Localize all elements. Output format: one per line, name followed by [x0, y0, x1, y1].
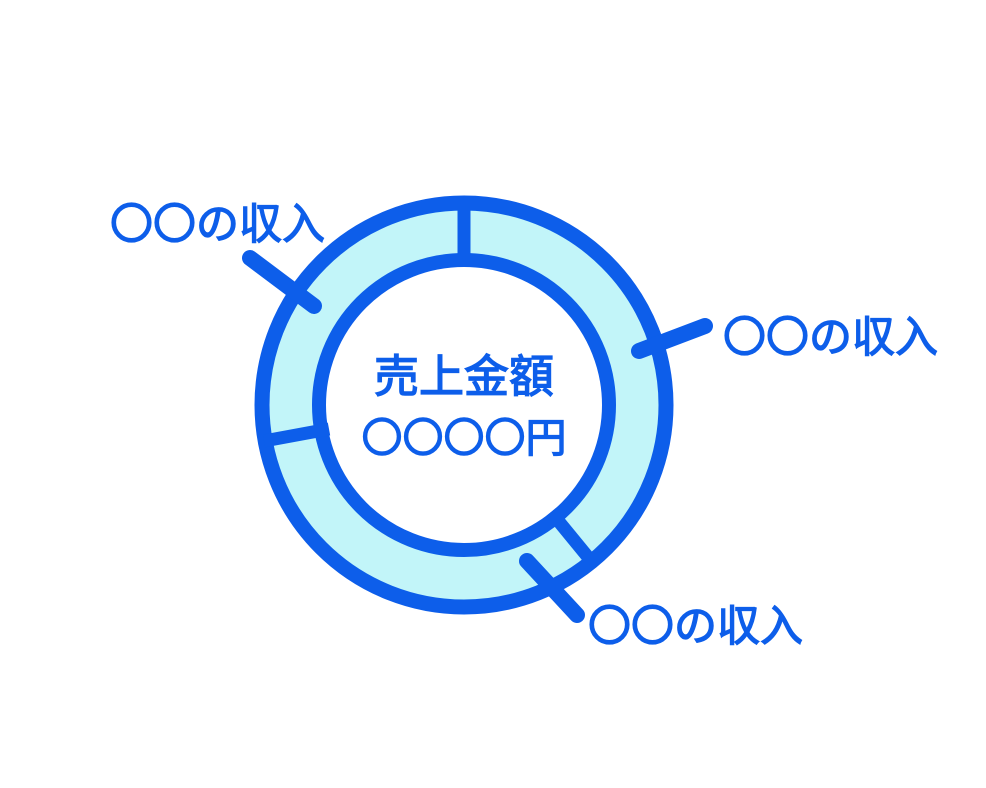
donut-inner-circle: [312, 253, 616, 557]
segment-label-right: 〇〇の収入: [723, 313, 938, 363]
segment-label-bottom-right: 〇〇の収入: [588, 602, 803, 652]
leader-line-bottom-right: [519, 553, 585, 623]
segment-divider-bottom-right: [545, 507, 598, 567]
segment-divider-left: [262, 422, 331, 448]
leader-line-top-left: [242, 250, 322, 314]
segment-label-top-left: 〇〇の収入: [110, 200, 325, 250]
leader-line-right: [631, 318, 713, 359]
center-label-line1: 売上金額: [374, 350, 554, 403]
center-label-line2: 〇〇〇〇円: [362, 414, 567, 462]
